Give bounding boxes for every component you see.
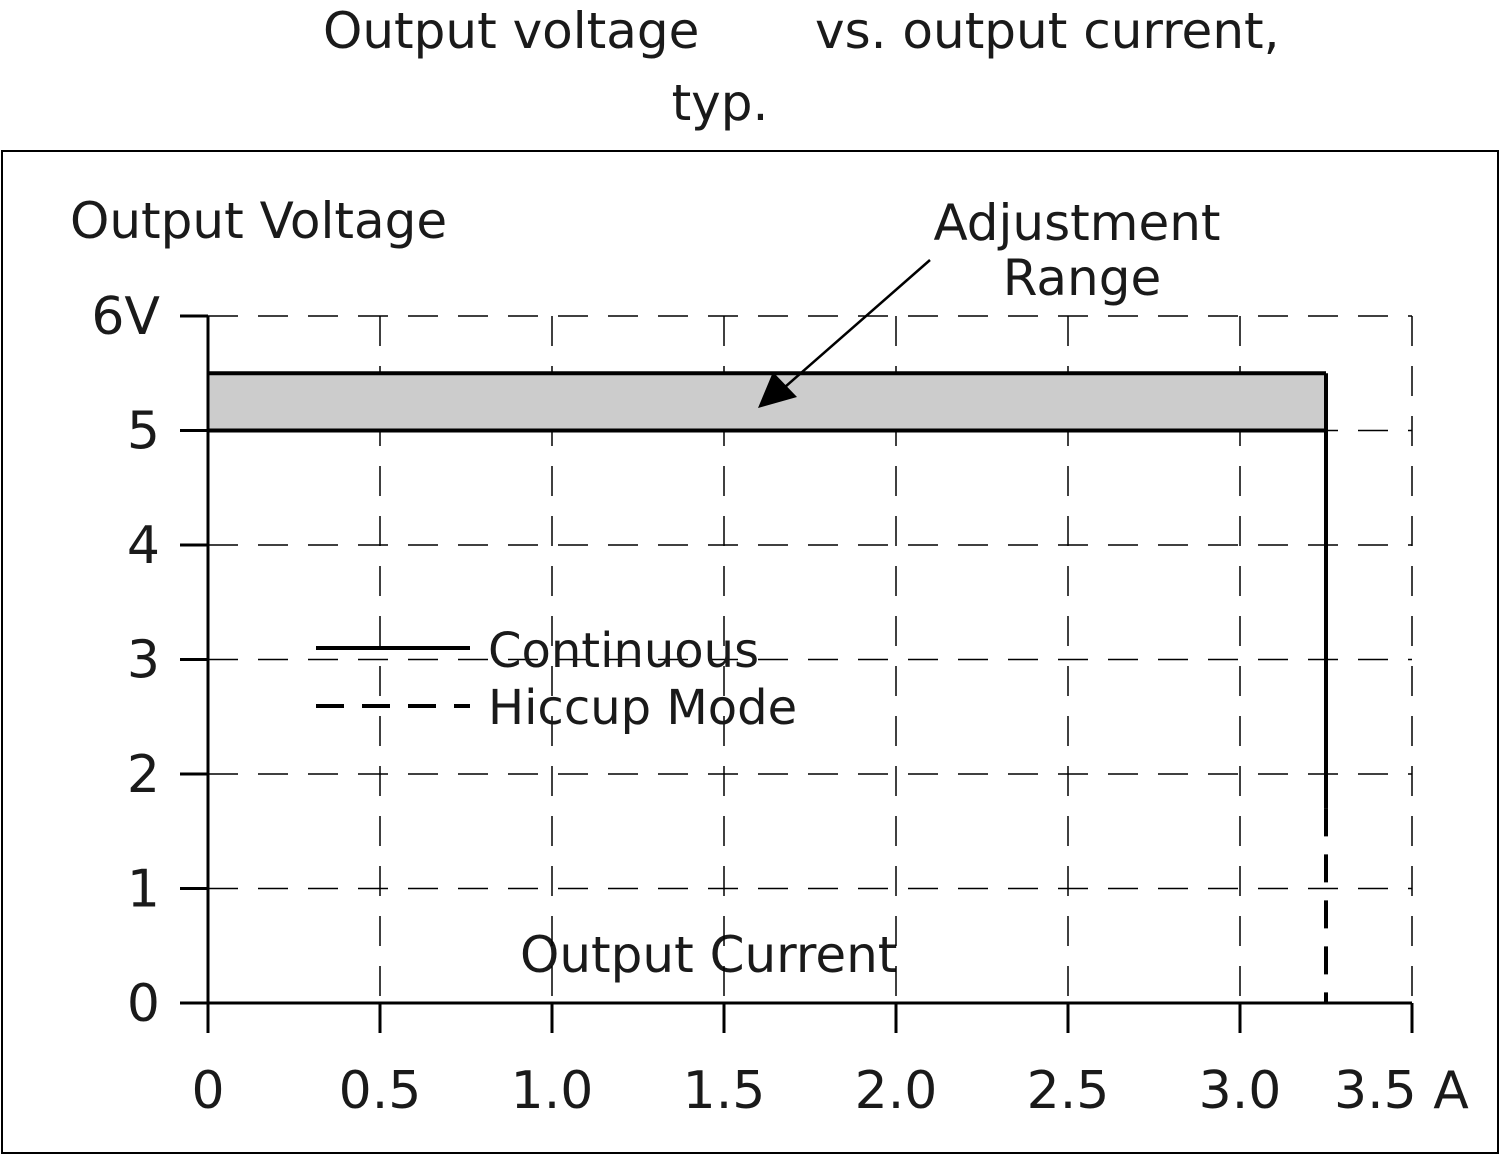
adjustment-arrow <box>758 259 931 408</box>
y-axis-label: Output Voltage <box>70 192 447 250</box>
chart-frame <box>1 150 1499 1154</box>
x-tick-label-6: 3.0 <box>1199 1061 1282 1121</box>
adjustment-range-label-line1: Adjustment <box>933 194 1220 252</box>
x-tick-label-7: 3.5 A <box>1334 1061 1469 1121</box>
legend: Continuous Hiccup Mode <box>316 623 797 736</box>
axis-layer <box>180 314 1414 1033</box>
y-tick-label-2: 2 <box>127 745 160 805</box>
chart-title-line2: typ. <box>672 74 769 132</box>
legend-label-continuous: Continuous <box>488 623 759 679</box>
adjustment-range-label-line2: Range <box>1003 249 1161 307</box>
chart-title-part2: vs. output current, <box>815 2 1280 60</box>
x-tick-label-1: 0.5 <box>339 1061 422 1121</box>
x-tick-label-4: 2.0 <box>855 1061 938 1121</box>
x-axis-label: Output Current <box>520 926 897 984</box>
y-tick-label-5: 5 <box>127 402 160 462</box>
tick-label-layer: 0 1 2 3 4 5 6V 0 0.5 1.0 1.5 2.0 2.5 3.0 3.5 A <box>91 287 1469 1121</box>
legend-label-hiccup: Hiccup Mode <box>488 680 797 736</box>
chart-title-part1: Output voltage <box>323 2 699 60</box>
x-tick-label-2: 1.0 <box>511 1061 594 1121</box>
y-tick-label-4: 4 <box>127 516 160 576</box>
x-tick-label-3: 1.5 <box>683 1061 766 1121</box>
y-tick-label-0: 0 <box>127 974 160 1034</box>
x-tick-label-5: 2.5 <box>1027 1061 1110 1121</box>
y-tick-label-1: 1 <box>127 860 160 920</box>
x-tick-label-0: 0 <box>191 1061 224 1121</box>
y-tick-label-6: 6V <box>91 287 160 347</box>
y-tick-label-3: 3 <box>127 631 160 691</box>
